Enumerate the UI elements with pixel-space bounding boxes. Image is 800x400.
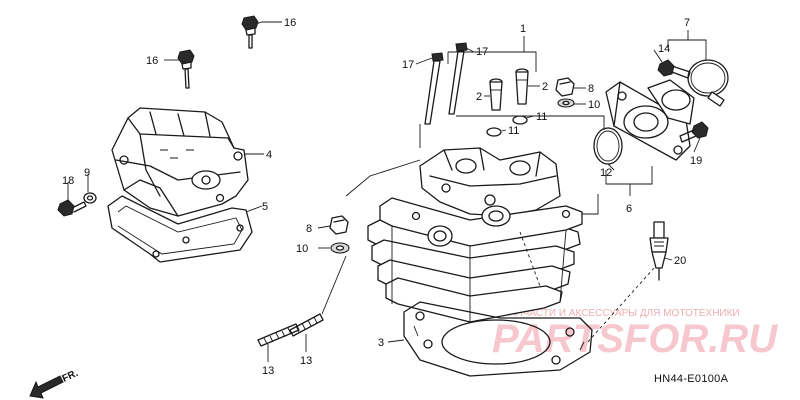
bolt-16-lower[interactable] [177,49,195,89]
watermark: ЗАПЧАСТИ И АКСЕССУАРЫ ДЛЯ МОТОТЕХНИКИ PA… [492,308,778,361]
callout-11-right: 11 [536,111,547,123]
callout-3: 3 [378,337,384,349]
clip-11-left[interactable] [486,127,502,137]
watermark-brand: PARTSFOR.RU [492,317,778,361]
hose-clamp-7[interactable] [687,59,729,107]
intake-insulator[interactable] [605,79,695,161]
callout-1: 1 [520,23,526,35]
callout-16-upper: 16 [284,17,296,29]
washer-10-lower[interactable] [330,242,350,254]
callout-5: 5 [262,201,268,213]
callout-20: 20 [674,255,686,267]
cylinder-head-cover[interactable] [111,107,249,217]
front-direction-indicator: FR. [29,368,80,399]
valve-guide-2-right[interactable] [515,68,529,105]
cap-nut-8-upper[interactable] [555,77,575,97]
callout-17-left: 17 [402,59,414,71]
callout-13-left: 13 [262,365,274,377]
stud-bolt-17-right[interactable] [448,42,468,115]
callout-17-right: 17 [476,46,488,58]
group-bracket-lines [321,30,707,315]
cylinder-head[interactable] [367,147,583,323]
callout-6: 6 [626,203,632,215]
callout-12: 12 [600,167,612,179]
callout-10-lower: 10 [296,243,308,255]
clip-11-right[interactable] [512,115,528,125]
washer-9[interactable] [83,192,97,204]
callout-11-left: 11 [508,125,519,137]
cylinder-head-gasket[interactable] [403,301,593,377]
diagram-code: HN44-E0100A [654,373,729,385]
callout-10-upper: 10 [588,99,600,111]
callout-9: 9 [84,167,90,179]
callout-8-lower: 8 [306,223,312,235]
leader-lines [67,21,701,362]
callout-18: 18 [62,175,74,187]
washer-10-upper[interactable] [557,98,575,108]
callout-13-right: 13 [300,355,312,367]
bolt-14[interactable] [657,59,691,79]
o-ring-12[interactable] [593,127,623,165]
direction-label: FR. [61,368,80,385]
spark-plug-20[interactable] [649,221,669,281]
bolt-19[interactable] [679,121,709,143]
callout-4: 4 [266,149,272,161]
callout-16-lower: 16 [146,55,158,67]
callout-19: 19 [690,155,702,167]
front-arrow-icon [29,375,64,399]
callout-2-right: 2 [542,81,548,93]
stud-bolt-13-right[interactable] [289,313,324,337]
callout-14: 14 [658,43,670,55]
watermark-tagline: ЗАПЧАСТИ И АКСЕССУАРЫ ДЛЯ МОТОТЕХНИКИ [503,308,740,319]
bolt-18[interactable] [57,199,87,217]
stud-bolt-17-left[interactable] [424,52,444,125]
head-cover-gasket[interactable] [107,195,253,263]
stud-bolt-13-left[interactable] [257,323,300,347]
callout-2-left: 2 [476,91,482,103]
cap-nut-8-lower[interactable] [329,215,349,235]
callout-7: 7 [684,17,690,29]
valve-guide-2-left[interactable] [489,78,503,111]
callout-numbers: 16 16 4 5 9 18 1 17 17 2 2 11 11 8 10 8 … [62,17,702,377]
callout-8-upper: 8 [588,83,594,95]
bolt-16-upper[interactable] [241,15,259,49]
